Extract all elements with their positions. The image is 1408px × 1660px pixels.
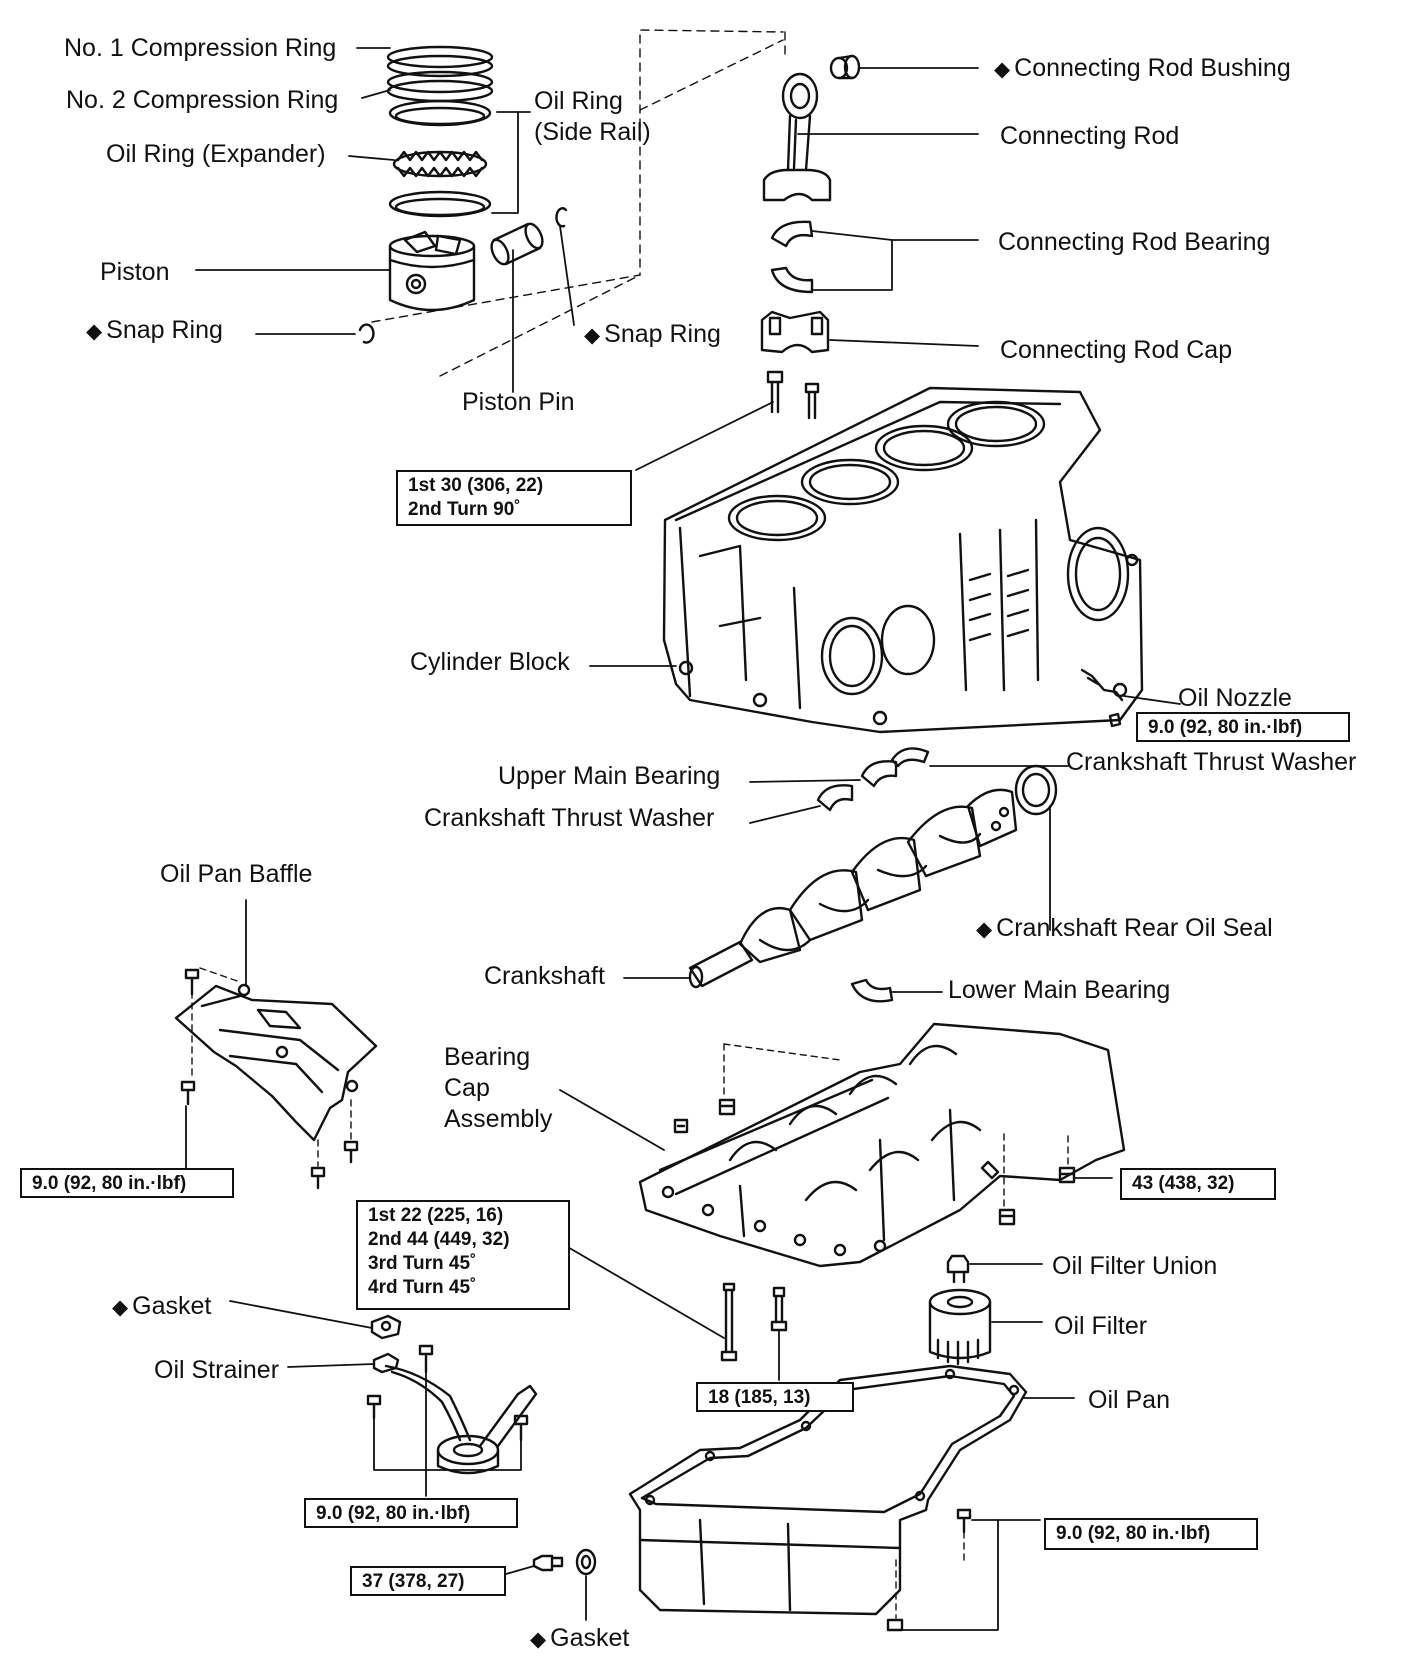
- strainer-bolts-shape: [366, 1344, 529, 1442]
- lower-main-bearing-shape: [850, 978, 894, 1003]
- thrust-washer-lower-shape: [816, 784, 854, 812]
- label-connecting-rod-cap: Connecting Rod Cap: [1000, 336, 1233, 364]
- label-oil-pan-baffle: Oil Pan Baffle: [160, 860, 313, 888]
- label-no2-compression-ring: No. 2 Compression Ring: [66, 86, 339, 114]
- label-text: Gasket: [132, 1292, 212, 1320]
- oil-ring-expander: [392, 150, 488, 178]
- oil-pan-shape: [628, 1364, 1028, 1616]
- label-lower-main-bearing: Lower Main Bearing: [948, 976, 1171, 1004]
- label-gasket-upper: ◆Gasket: [112, 1292, 211, 1322]
- bearing-cap-plugs-shape: [673, 1098, 1076, 1226]
- label-connecting-rod-bushing: ◆Connecting Rod Bushing: [994, 54, 1291, 84]
- oil-filter-union-shape: [946, 1254, 970, 1284]
- new-part-marker: ◆: [976, 918, 993, 941]
- label-text: Gasket: [550, 1624, 630, 1652]
- bearing-cap-bolts-shape: [720, 1282, 788, 1362]
- new-part-marker: ◆: [994, 58, 1011, 81]
- label-text: Connecting Rod Bushing: [1014, 54, 1291, 82]
- label-oil-filter-union: Oil Filter Union: [1052, 1252, 1218, 1280]
- oil-strainer-shape: [372, 1352, 538, 1475]
- label-piston: Piston: [100, 258, 170, 286]
- torque-oil-pan-bolt: 9.0 (92, 80 in.·lbf): [1044, 1518, 1258, 1550]
- torque-bearing-cap-small-bolt: 18 (185, 13): [696, 1382, 854, 1412]
- torque-bearing-cap-bolt: 1st 22 (225, 16) 2nd 44 (449, 32) 3rd Tu…: [356, 1200, 570, 1310]
- label-snap-ring-left: ◆Snap Ring: [86, 316, 223, 346]
- cylinder-block-shape: [662, 386, 1144, 734]
- drain-plug-shape: [532, 1554, 564, 1572]
- torque-drain-plug: 37 (378, 27): [350, 1566, 506, 1596]
- label-oil-ring-expander: Oil Ring (Expander): [106, 140, 326, 168]
- new-part-marker: ◆: [530, 1628, 547, 1651]
- rod-cap-bolts-shape: [766, 370, 820, 420]
- label-piston-pin: Piston Pin: [462, 388, 575, 416]
- snap-ring-left-shape: [358, 323, 375, 344]
- thrust-washer-upper-shape: [890, 747, 930, 768]
- label-no1-compression-ring: No. 1 Compression Ring: [64, 34, 337, 62]
- oil-nozzle-shape: [1080, 668, 1124, 728]
- label-bearing-cap-assembly: Bearing Cap Assembly: [444, 1043, 553, 1133]
- connecting-rod-shape: [762, 72, 832, 202]
- torque-baffle-bolt: 9.0 (92, 80 in.·lbf): [20, 1168, 234, 1198]
- label-cylinder-block: Cylinder Block: [410, 648, 570, 676]
- label-crankshaft: Crankshaft: [484, 962, 605, 990]
- label-oil-filter: Oil Filter: [1054, 1312, 1148, 1340]
- label-gasket-lower: ◆Gasket: [530, 1624, 629, 1654]
- label-text: Snap Ring: [106, 316, 223, 344]
- oil-ring-side-rail-upper: [388, 99, 492, 127]
- gasket-upper-shape: [370, 1314, 402, 1340]
- oil-ring-side-rail-lower: [388, 190, 492, 218]
- crankshaft-shape: [688, 788, 1018, 989]
- label-text: Snap Ring: [604, 320, 721, 348]
- label-connecting-rod-bearing: Connecting Rod Bearing: [998, 228, 1271, 256]
- label-crankshaft-rear-oil-seal: ◆Crankshaft Rear Oil Seal: [976, 914, 1273, 944]
- label-oil-nozzle: Oil Nozzle: [1178, 684, 1292, 712]
- piston-shape: [388, 230, 476, 312]
- label-crankshaft-thrust-washer-upper: Crankshaft Thrust Washer: [1066, 748, 1357, 776]
- label-crankshaft-thrust-washer-lower: Crankshaft Thrust Washer: [424, 804, 715, 832]
- piston-pin-shape: [490, 222, 544, 266]
- torque-strainer-bolt: 9.0 (92, 80 in.·lbf): [304, 1498, 518, 1528]
- label-oil-ring-side-rail: Oil Ring (Side Rail): [534, 87, 651, 146]
- oil-filter-shape: [928, 1288, 992, 1366]
- connecting-rod-bushing-shape: [829, 54, 861, 80]
- new-part-marker: ◆: [112, 1296, 129, 1319]
- snap-ring-right-shape: [555, 207, 568, 228]
- bearing-cap-assembly-shape: [638, 1022, 1126, 1268]
- label-oil-pan: Oil Pan: [1088, 1386, 1170, 1414]
- label-snap-ring-right: ◆Snap Ring: [584, 320, 721, 350]
- gasket-lower-shape: [575, 1548, 597, 1576]
- torque-rod-cap-bolt: 1st 30 (306, 22) 2nd Turn 90˚: [396, 470, 632, 526]
- baffle-bolts-shape: [180, 968, 359, 1190]
- label-oil-strainer: Oil Strainer: [154, 1356, 280, 1384]
- new-part-marker: ◆: [584, 324, 601, 347]
- rod-cap-shape: [760, 310, 830, 354]
- oil-pan-baffle-shape: [174, 983, 378, 1142]
- rod-bearing-upper-shape: [770, 220, 814, 248]
- label-upper-main-bearing: Upper Main Bearing: [498, 762, 721, 790]
- upper-main-bearing-shape: [860, 760, 898, 788]
- torque-oil-nozzle-bolt: 9.0 (92, 80 in.·lbf): [1136, 712, 1350, 742]
- compression-ring-1: [386, 45, 494, 78]
- label-text: Crankshaft Rear Oil Seal: [996, 914, 1273, 942]
- torque-bearing-cap-plug: 43 (438, 32): [1120, 1168, 1276, 1200]
- new-part-marker: ◆: [86, 320, 103, 343]
- rod-bearing-lower-shape: [770, 266, 814, 294]
- label-connecting-rod: Connecting Rod: [1000, 122, 1180, 150]
